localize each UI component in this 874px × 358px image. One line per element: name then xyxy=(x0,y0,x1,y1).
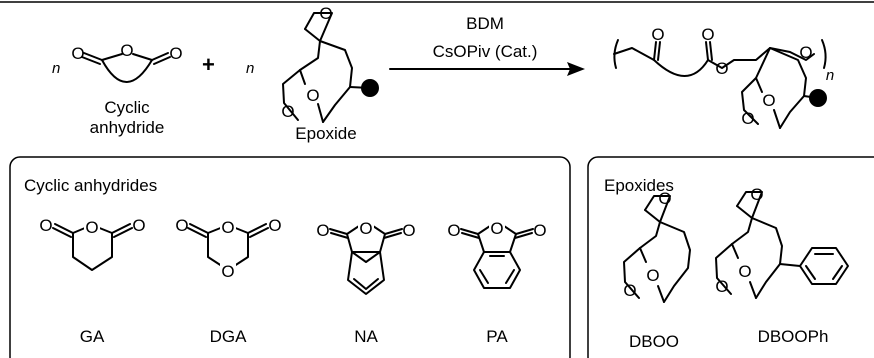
dboophph-structure: O O O xyxy=(715,185,849,299)
atom-o: O xyxy=(799,43,812,62)
anhydrides-panel-title: Cyclic anhydrides xyxy=(24,176,158,195)
reagent-catalyst: CsOPiv (Cat.) xyxy=(432,42,538,61)
pa-structure: O O O xyxy=(447,217,547,289)
atom-o: O xyxy=(533,221,546,240)
atom-o: O xyxy=(715,277,728,296)
atom-o: O xyxy=(132,216,145,235)
epoxide-caption: Epoxide xyxy=(295,124,357,143)
atom-o: O xyxy=(319,4,332,23)
label-pa: PA xyxy=(486,327,508,346)
product-polyester-structure: O O O O O O n xyxy=(613,25,834,129)
ga-structure: O O O xyxy=(39,216,146,271)
na-structure: O O O xyxy=(316,217,416,295)
atom-o: O xyxy=(316,221,329,240)
anhydrides-panel-frame xyxy=(9,156,571,358)
epoxide-stoich-n: n xyxy=(246,60,255,77)
epoxides-panel-title: Epoxides xyxy=(604,176,674,195)
reagent-bdm: BDM xyxy=(466,14,504,33)
atom-o: O xyxy=(402,221,415,240)
atom-o: O xyxy=(715,59,728,78)
atom-o: O xyxy=(623,281,636,300)
epoxides-panel-frame xyxy=(587,156,874,358)
anhydride-caption-line1: Cyclic xyxy=(104,98,150,117)
atom-o: O xyxy=(85,218,98,237)
atom-o: O xyxy=(175,216,188,235)
atom-o: O xyxy=(447,221,460,240)
anhydride-stoich-n: n xyxy=(52,60,61,77)
dboo-structure: O O O xyxy=(623,189,691,303)
atom-o: O xyxy=(750,185,763,204)
atom-o: O xyxy=(120,41,133,60)
atom-o: O xyxy=(306,86,319,105)
plus-sign: + xyxy=(202,52,215,77)
atom-o: O xyxy=(741,109,754,128)
atom-o: O xyxy=(39,216,52,235)
reaction-arrow xyxy=(389,62,585,76)
label-dboo: DBOO xyxy=(628,332,680,351)
label-dga: DGA xyxy=(209,327,247,346)
atom-o: O xyxy=(701,25,714,44)
atom-o: O xyxy=(281,102,294,121)
label-na: NA xyxy=(354,327,378,346)
atom-o: O xyxy=(738,262,751,281)
atom-o: O xyxy=(221,218,234,237)
atom-o: O xyxy=(658,189,671,208)
atom-o: O xyxy=(490,219,503,238)
atom-o: O xyxy=(762,91,775,110)
atom-o: O xyxy=(221,262,234,281)
anhydride-caption-line2: anhydride xyxy=(89,118,165,137)
dga-structure: O O O O xyxy=(175,216,282,281)
label-ga: GA xyxy=(79,327,105,346)
label-dboophph: DBOOPh xyxy=(757,327,829,346)
atom-o: O xyxy=(646,266,659,285)
atom-o: O xyxy=(359,219,372,238)
atom-o: O xyxy=(71,44,84,63)
reactant-anhydride-structure: O O O xyxy=(71,41,183,83)
repeat-n: n xyxy=(826,67,834,84)
atom-o: O xyxy=(268,216,281,235)
reactant-epoxide-structure: O O O xyxy=(281,4,379,123)
atom-o: O xyxy=(169,44,182,63)
atom-o: O xyxy=(651,25,664,44)
